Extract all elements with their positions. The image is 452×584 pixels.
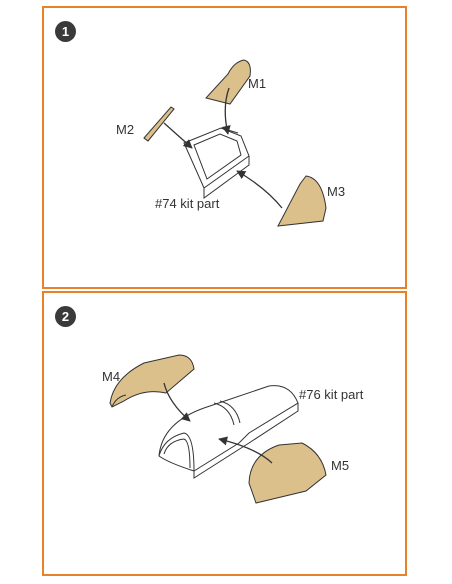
label-m3: M3: [327, 184, 345, 199]
mask-m4-edge: [111, 394, 127, 408]
label-m5: M5: [331, 458, 349, 473]
arrow-m3: [236, 170, 283, 209]
mask-m4: [109, 354, 195, 408]
mask-m5: [248, 442, 327, 504]
arrow-m5: [218, 436, 273, 464]
step-1-diagram: M1 M2 M3 #74 kit part: [116, 59, 345, 227]
mask-m1: [205, 59, 251, 105]
kit-part-76: [158, 385, 299, 479]
step-1-panel: 1 M1: [42, 6, 407, 289]
label-m1: M1: [248, 76, 266, 91]
arrow-m2: [163, 122, 193, 149]
mask-m3: [277, 175, 327, 227]
mask-m2: [143, 106, 175, 142]
step-1-badge: 1: [55, 21, 76, 42]
arrow-m1: [221, 87, 231, 135]
label-m2: M2: [116, 122, 134, 137]
step-2-panel: 2 M: [42, 291, 407, 576]
arrow-m4: [163, 382, 191, 422]
step-2-diagram: M4 M5 #76 kit part: [102, 354, 364, 504]
kit-part-74: [183, 127, 250, 199]
step-2-badge: 2: [55, 306, 76, 327]
label-kit-part-76: #76 kit part: [299, 387, 364, 402]
label-m4: M4: [102, 369, 120, 384]
label-kit-part-74: #74 kit part: [155, 196, 220, 211]
